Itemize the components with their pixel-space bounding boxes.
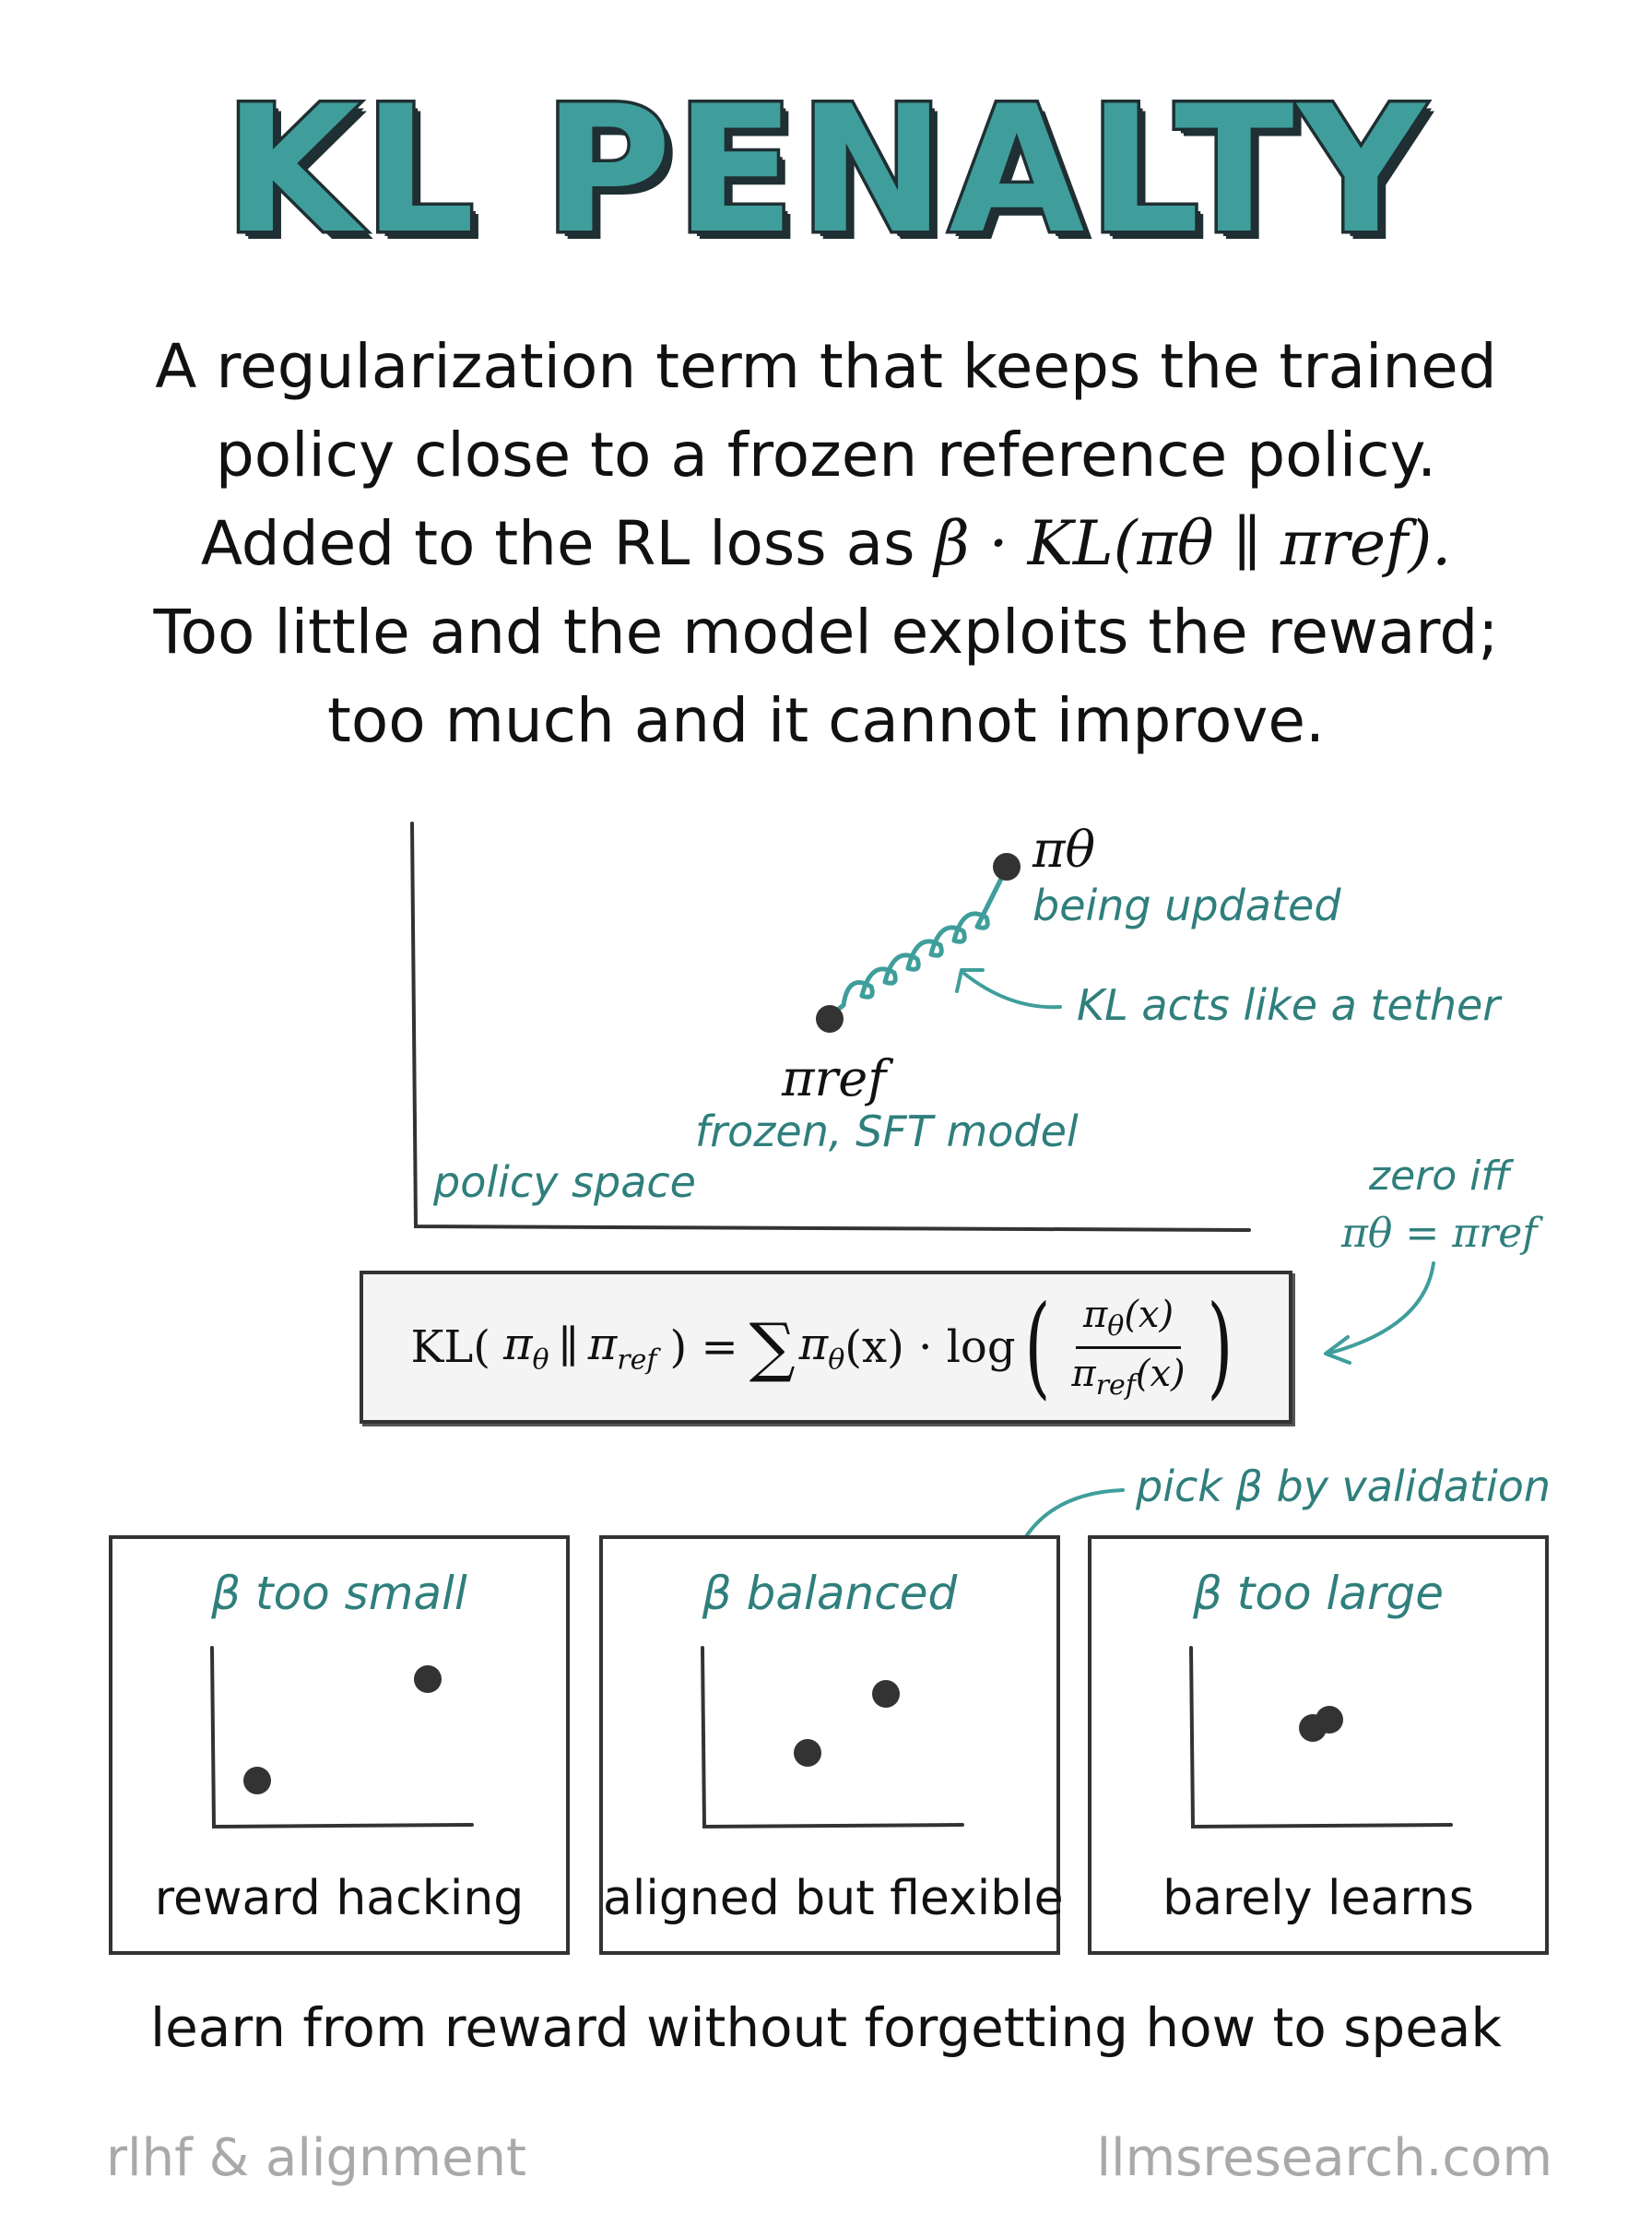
formula-fraction: πθ(x) πref(x) — [1064, 1294, 1192, 1402]
tether-arrow — [962, 971, 1062, 1010]
formula-close-eq: ) = — [669, 1321, 738, 1373]
formula-sum: ∑ — [749, 1309, 796, 1385]
formula-term: (x) · log — [844, 1321, 1016, 1373]
kl-formula: KL( πθ ∥ πref ) = ∑ πθ (x) · log ( πθ(x)… — [363, 1274, 1289, 1420]
formula-pi-theta: πθ — [503, 1319, 549, 1377]
panel-caption-too-small: reward hacking — [154, 1871, 525, 1926]
page-title: KL PENALTY — [220, 68, 1429, 272]
panel-plot-too-large — [1189, 1646, 1453, 1829]
panel-pi-theta-point-2 — [872, 1680, 900, 1708]
formula-den-x: (x) — [1135, 1352, 1186, 1395]
pi-theta-point — [993, 853, 1021, 881]
pi-ref-note: frozen, SFT model — [695, 1106, 1079, 1156]
description-line-1: A regularization term that keeps the tra… — [155, 331, 1497, 402]
formula-right-paren: ) — [1207, 1283, 1233, 1411]
panel-plot-too-small — [210, 1646, 474, 1829]
panel-plot-balanced — [701, 1646, 964, 1829]
footer-category: rlhf & alignment — [106, 2128, 526, 2188]
description: A regularization term that keeps the tra… — [74, 323, 1578, 765]
panel-beta-too-small: β too small reward hacking — [109, 1535, 570, 1955]
pi-ref-point — [816, 1005, 844, 1033]
formula-pi-symbol-5: π — [1071, 1352, 1096, 1395]
zero-iff-arrow-head — [1324, 1335, 1351, 1365]
description-line-3-text: Added to the RL loss as — [200, 508, 915, 579]
formula-kl: KL( — [410, 1321, 490, 1373]
zero-iff-label: zero iff — [1369, 1153, 1511, 1200]
description-line-5: too much and it cannot improve. — [326, 685, 1326, 756]
panel-pi-theta-point-3 — [1316, 1706, 1343, 1734]
policy-space-diagram — [410, 822, 1435, 1568]
panel-title-too-large: β too large — [1192, 1567, 1445, 1620]
panel-axes-too-small — [210, 1646, 474, 1829]
validation-note: pick β by validation — [1136, 1462, 1552, 1511]
formula-left-paren: ( — [1023, 1283, 1051, 1411]
panel-title-balanced: β balanced — [702, 1567, 958, 1620]
panel-pi-theta-point — [414, 1665, 442, 1693]
formula-denominator: πref(x) — [1064, 1349, 1192, 1402]
kl-formula-box: KL( πθ ∥ πref ) = ∑ πθ (x) · log ( πθ(x)… — [360, 1271, 1292, 1424]
policy-space-label: policy space — [433, 1157, 696, 1207]
pi-theta-label: πθ — [1032, 821, 1096, 879]
formula-parallel: ∥ — [558, 1321, 579, 1373]
formula-ref-subscript-2: ref — [1095, 1368, 1136, 1402]
formula-theta-subscript: θ — [532, 1343, 549, 1377]
description-line-4: Too little and the model exploits the re… — [153, 597, 1499, 668]
formula-numerator: πθ(x) — [1075, 1293, 1182, 1349]
panel-caption-balanced: aligned but flexible — [603, 1871, 1064, 1926]
kl-tether-spring — [827, 869, 1008, 1019]
formula-theta-subscript-2: θ — [828, 1343, 845, 1377]
description-line-3: Added to the RL loss as β · KL(πθ ∥ πref… — [74, 500, 1578, 588]
tagline: learn from reward without forgetting how… — [149, 1996, 1503, 2059]
panel-beta-balanced: β balanced aligned but flexible — [599, 1535, 1064, 1955]
formula-pi-ref: πref — [588, 1319, 657, 1377]
formula-num-x: (x) — [1124, 1293, 1174, 1336]
panel-pi-ref-point-2 — [794, 1739, 821, 1767]
panel-caption-too-large: barely learns — [1162, 1871, 1474, 1926]
tether-note: KL acts like a tether — [1077, 980, 1501, 1030]
zero-iff-condition: πθ = πref — [1341, 1210, 1538, 1257]
footer-website-link[interactable]: llmsresearch.com — [1096, 2128, 1552, 2188]
tether-arrow-head — [955, 968, 985, 993]
description-line-3-math: β · KL(πθ ∥ πref). — [934, 508, 1452, 579]
panel-axes-balanced — [701, 1646, 964, 1829]
panel-pi-ref-point — [243, 1767, 271, 1794]
formula-pi-symbol-3: π — [798, 1318, 829, 1370]
formula-theta-subscript-3: θ — [1107, 1309, 1125, 1343]
panel-beta-too-large: β too large barely learns — [1088, 1535, 1549, 1955]
formula-ref-subscript: ref — [617, 1343, 657, 1377]
pi-ref-label: πref — [782, 1049, 887, 1107]
description-line-2: policy close to a frozen reference polic… — [215, 420, 1437, 491]
formula-pi-symbol-4: π — [1082, 1293, 1108, 1336]
formula-pi-theta-x: πθ — [799, 1319, 845, 1377]
zero-iff-arrow — [1326, 1261, 1435, 1355]
policy-space-axes — [410, 822, 1251, 1232]
panel-title-too-small: β too small — [211, 1567, 467, 1620]
formula-pi-symbol-2: π — [587, 1318, 618, 1370]
pi-theta-note: being updated — [1032, 881, 1341, 930]
panel-axes-too-large — [1189, 1646, 1453, 1829]
kl-tether-end — [974, 870, 1008, 929]
formula-pi-symbol: π — [502, 1318, 533, 1370]
